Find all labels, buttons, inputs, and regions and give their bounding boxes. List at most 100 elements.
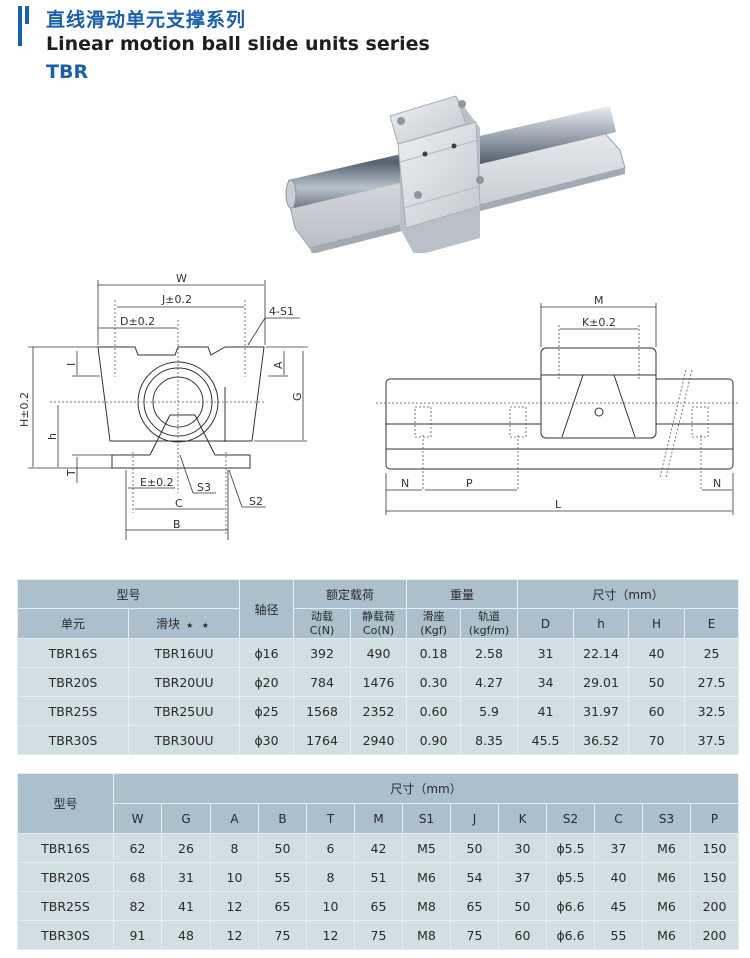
cell-J: 75 — [450, 920, 499, 950]
label-K: K±0.2 — [582, 316, 616, 329]
header-J: J — [450, 803, 499, 834]
cell-K: 60 — [498, 920, 547, 950]
cell-S1: M6 — [402, 862, 451, 892]
header-unit: 单元 — [17, 608, 129, 639]
cell-H: 40 — [628, 638, 686, 668]
cell-B: 50 — [258, 833, 307, 863]
header-model: 型号 — [16, 579, 241, 609]
cell-M: 65 — [354, 891, 403, 921]
model-code: TBR — [46, 61, 89, 83]
cell-h: 29.01 — [573, 667, 630, 697]
header-rail-weight: 轨道(kgf/m) — [460, 608, 519, 639]
cell-unit: TBR16S — [17, 638, 129, 668]
header-H: H — [628, 608, 686, 639]
title-accent-bar-short — [25, 6, 29, 24]
cell-M: 75 — [354, 920, 403, 950]
cell-W: 68 — [113, 862, 162, 892]
cell-block: TBR16UU — [127, 638, 241, 668]
cell-M: 42 — [354, 833, 403, 863]
cell-S3: M6 — [642, 862, 691, 892]
label-C: C — [175, 497, 183, 510]
cell-static: 490 — [350, 638, 408, 668]
header-dimensions: 尺寸（mm） — [112, 773, 740, 804]
cell-E: 27.5 — [684, 667, 740, 697]
cell-model: TBR20S — [17, 862, 114, 892]
spec-table-dimensions: 型号 尺寸（mm） W G A B T M S1 J K S2 C S3 P T… — [17, 773, 740, 950]
title-english: Linear motion ball slide units series — [46, 33, 430, 55]
title-accent-bar — [18, 6, 22, 46]
cell-S3: M6 — [642, 920, 691, 950]
cell-G: 26 — [161, 833, 211, 863]
cell-B: 75 — [258, 920, 307, 950]
cell-C: 45 — [594, 891, 643, 921]
cell-static: 1476 — [350, 667, 408, 697]
cell-E: 25 — [684, 638, 740, 668]
label-h: h — [46, 433, 59, 440]
header-M: M — [354, 803, 403, 834]
cell-dynamic: 784 — [293, 667, 352, 697]
cell-J: 50 — [450, 833, 499, 863]
header-K: K — [498, 803, 547, 834]
cell-block: TBR25UU — [127, 696, 241, 726]
cell-dynamic: 392 — [293, 638, 352, 668]
cell-block: TBR30UU — [127, 725, 241, 755]
cell-model: TBR25S — [17, 891, 114, 921]
cell-model: TBR30S — [17, 920, 114, 950]
cell-shaft: ɸ16 — [239, 638, 295, 668]
header-shaft-diameter: 轴径 — [239, 579, 295, 639]
cell-T: 10 — [306, 891, 355, 921]
cell-A: 8 — [210, 833, 259, 863]
table-row: TBR16S 62 26 8 50 6 42 M5 50 30 ɸ5.5 37 … — [17, 833, 740, 863]
cell-M: 51 — [354, 862, 403, 892]
cell-S1: M5 — [402, 833, 451, 863]
cell-D: 41 — [517, 696, 575, 726]
cell-P: 200 — [689, 891, 740, 921]
cell-S1: M8 — [402, 920, 451, 950]
header-block: 滑块★ ★ — [127, 608, 241, 639]
header-rated-load: 额定载荷 — [293, 579, 408, 609]
cell-unit: TBR25S — [17, 696, 129, 726]
cell-static: 2940 — [350, 725, 408, 755]
header-D: D — [517, 608, 575, 639]
header-P: P — [689, 803, 740, 834]
header-T: T — [306, 803, 355, 834]
cell-C: 37 — [594, 833, 643, 863]
cell-S3: M6 — [642, 891, 691, 921]
cell-T: 12 — [306, 920, 355, 950]
cell-K: 37 — [498, 862, 547, 892]
header-W: W — [113, 803, 162, 834]
cell-A: 12 — [210, 920, 259, 950]
cell-P: 200 — [689, 920, 740, 950]
label-J: J±0.2 — [161, 293, 192, 306]
label-I: I — [65, 363, 78, 366]
table-row: TBR30S TBR30UU ɸ30 1764 2940 0.90 8.35 4… — [17, 725, 740, 755]
cell-dynamic: 1568 — [293, 696, 352, 726]
header-model: 型号 — [17, 773, 114, 834]
label-S1: 4-S1 — [269, 305, 294, 318]
table-row: TBR30S 91 48 12 75 12 75 M8 75 60 ɸ6.6 5… — [17, 920, 740, 950]
cell-S2: ɸ5.5 — [546, 862, 595, 892]
side-view-drawing: M K±0.2 N P N L — [376, 294, 740, 515]
cell-seat: 0.60 — [406, 696, 462, 726]
cell-C: 55 — [594, 920, 643, 950]
header-S1: S1 — [402, 803, 451, 834]
cell-rail: 4.27 — [460, 667, 519, 697]
label-E: E±0.2 — [140, 476, 174, 489]
header-B: B — [258, 803, 307, 834]
table-row: TBR20S 68 31 10 55 8 51 M6 54 37 ɸ5.5 40… — [17, 862, 740, 892]
label-B: B — [173, 518, 181, 531]
label-N-right: N — [713, 477, 721, 490]
cell-A: 12 — [210, 891, 259, 921]
header-A: A — [210, 803, 259, 834]
cell-B: 65 — [258, 891, 307, 921]
cell-K: 30 — [498, 833, 547, 863]
cell-S2: ɸ6.6 — [546, 920, 595, 950]
label-M: M — [594, 294, 604, 307]
cell-unit: TBR30S — [17, 725, 129, 755]
table-row: TBR16S TBR16UU ɸ16 392 490 0.18 2.58 31 … — [17, 638, 740, 668]
cell-H: 50 — [628, 667, 686, 697]
cell-S2: ɸ5.5 — [546, 833, 595, 863]
table-row: TBR20S TBR20UU ɸ20 784 1476 0.30 4.27 34… — [17, 667, 740, 697]
